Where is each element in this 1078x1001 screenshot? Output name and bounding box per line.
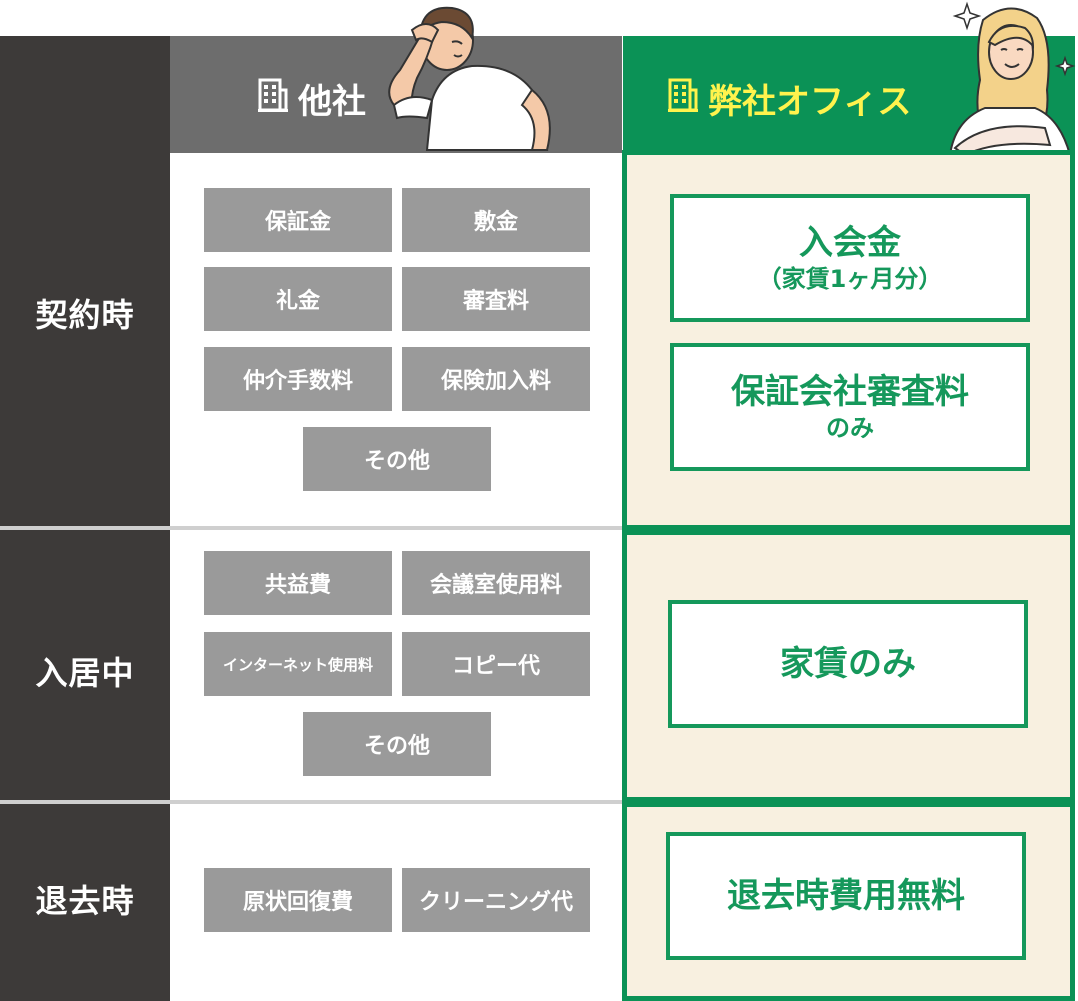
fee-chip: クリーニング代 [402, 868, 590, 932]
ours-entry-fee-note: （家賃1ヶ月分） [757, 265, 943, 293]
row-label-occupancy: 入居中 [35, 654, 135, 692]
fee-chip: 保険加入料 [402, 347, 590, 411]
fee-chip: コピー代 [402, 632, 590, 696]
ours-moveout-free-label: 退去時費用無料 [727, 876, 965, 916]
ours-screening-fee-box: 保証会社審査料 のみ [670, 343, 1030, 471]
row-label-contract: 契約時 [35, 296, 135, 334]
header-other-label: 他社 [298, 82, 366, 122]
fee-chip: 審査料 [402, 267, 590, 331]
fee-chip: その他 [303, 712, 491, 776]
fee-chip: 会議室使用料 [402, 551, 590, 615]
ours-rent-only-box: 家賃のみ [668, 600, 1028, 728]
fee-chip: 仲介手数料 [204, 347, 392, 411]
ours-rent-only-label: 家賃のみ [780, 644, 916, 684]
ours-screening-fee-note: のみ [826, 414, 874, 442]
row-divider [0, 800, 622, 804]
ours-entry-fee-box: 入会金 （家賃1ヶ月分） [670, 194, 1030, 322]
row-divider [0, 526, 622, 530]
header-ours-label: 弊社オフィス [708, 82, 912, 122]
worried-man-illustration [372, 0, 572, 155]
fee-chip: 礼金 [204, 267, 392, 331]
fee-chip: その他 [303, 427, 491, 491]
row-header-column [0, 36, 170, 1001]
fee-chip: 敷金 [402, 188, 590, 252]
fee-chip: 共益費 [204, 551, 392, 615]
building-icon [668, 76, 698, 121]
building-icon [258, 76, 288, 121]
row-label-moveout: 退去時 [35, 882, 135, 920]
ours-entry-fee-title: 入会金 [799, 223, 901, 263]
ours-moveout-free-box: 退去時費用無料 [666, 832, 1026, 960]
fee-chip: 保証金 [204, 188, 392, 252]
smiling-woman-illustration [925, 0, 1078, 155]
fee-chip: インターネット使用料 [204, 632, 392, 696]
fee-chip: 原状回復費 [204, 868, 392, 932]
ours-screening-fee-title: 保証会社審査料 [731, 372, 969, 412]
